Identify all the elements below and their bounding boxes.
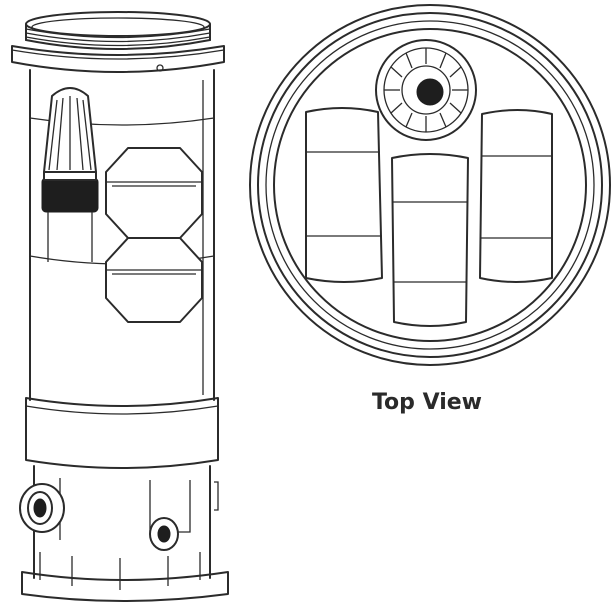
threaded-rim <box>25 11 211 50</box>
flange-collar <box>11 45 225 73</box>
tablet-left <box>305 107 383 283</box>
top-view-caption: Top View <box>371 390 483 415</box>
top-view-housing <box>249 4 611 366</box>
side-port-left <box>19 483 65 533</box>
cone-cap <box>41 87 99 262</box>
octagon-tablets <box>105 147 203 323</box>
top-hub <box>375 39 477 141</box>
side-view-housing <box>11 11 229 602</box>
side-port-right <box>149 481 219 551</box>
tablet-center <box>391 153 469 327</box>
tablet-right <box>479 109 553 283</box>
lower-band <box>25 397 219 469</box>
